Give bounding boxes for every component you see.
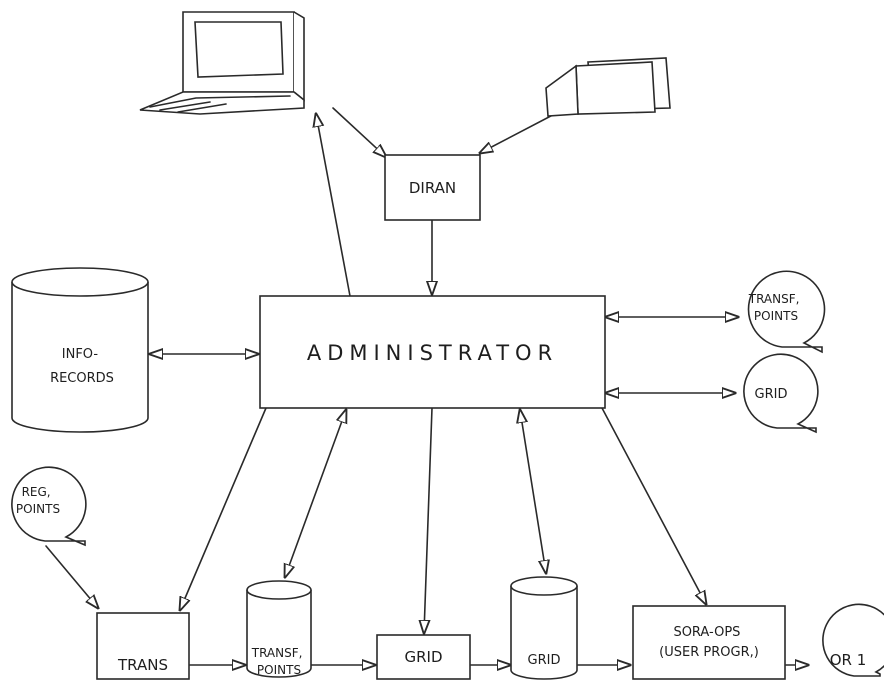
- grid-right-label: GRID: [755, 387, 788, 402]
- transf-points-db-label-2: POINTS: [257, 663, 301, 677]
- grid-process-label: GRID: [404, 648, 442, 666]
- connectors: [45, 105, 808, 665]
- transf-points-document-top: TRANSF, POINTS: [747, 270, 826, 354]
- info-records-drum: INFO- RECORDS: [11, 267, 149, 433]
- grid-process-box: GRID: [376, 634, 471, 680]
- arrow-terminal-to-diran: [332, 107, 386, 157]
- diran-label: DIRAN: [409, 179, 456, 197]
- grid-db-label: GRID: [528, 653, 561, 668]
- grid-document-right: GRID: [743, 353, 819, 434]
- trans-label: TRANS: [117, 656, 168, 674]
- sora-ops-box: SORA-OPS (USER PROGR,): [632, 605, 786, 680]
- sora-ops-label-2: (USER PROGR,): [659, 645, 759, 660]
- or1-label: OR 1: [830, 651, 867, 669]
- svg-text:REG, POINTS: REG, POINTS: [16, 485, 60, 516]
- reg-points-label-2: POINTS: [16, 502, 60, 516]
- svg-text:INFO- RECORDS: INFO- RECORDS: [50, 347, 114, 386]
- svg-text:TRANSF, POINTS: TRANSF, POINTS: [748, 292, 804, 323]
- info-records-label-1: INFO-: [62, 347, 99, 362]
- diran-box: DIRAN: [384, 154, 481, 221]
- arrow-reg-to-trans: [45, 545, 98, 608]
- arrow-admin-to-terminal: [316, 114, 351, 297]
- arrow-admin-to-grid-process: [424, 407, 433, 633]
- terminal-icon: [139, 11, 305, 115]
- or1-document: OR 1: [822, 603, 884, 677]
- trans-box: TRANS: [96, 612, 190, 680]
- administrator-box: ADMINISTRATOR: [259, 295, 606, 409]
- arrow-admin-transf-db: [285, 410, 346, 577]
- card-deck-icon: [545, 57, 671, 117]
- svg-text:TRANSF, POINTS: TRANSF, POINTS: [251, 646, 307, 677]
- arrow-admin-to-sora: [601, 407, 706, 604]
- administrator-label: ADMINISTRATOR: [307, 341, 558, 365]
- reg-points-label-1: REG,: [22, 485, 51, 499]
- arrow-admin-grid-db: [520, 410, 546, 573]
- svg-text:SORA-OPS (USER PROGR,): SORA-OPS (USER PROGR,): [659, 625, 759, 660]
- info-records-label-2: RECORDS: [50, 371, 114, 386]
- arrow-admin-to-trans: [180, 407, 267, 610]
- transf-points-top-label-2: POINTS: [754, 309, 798, 323]
- transf-points-top-label-1: TRANSF,: [748, 292, 800, 306]
- transf-points-db-label-1: TRANSF,: [251, 646, 303, 660]
- sora-ops-label-1: SORA-OPS: [673, 625, 740, 640]
- transf-points-drum: TRANSF, POINTS: [246, 580, 312, 678]
- reg-points-document: REG, POINTS: [11, 466, 87, 547]
- grid-drum: GRID: [510, 576, 578, 680]
